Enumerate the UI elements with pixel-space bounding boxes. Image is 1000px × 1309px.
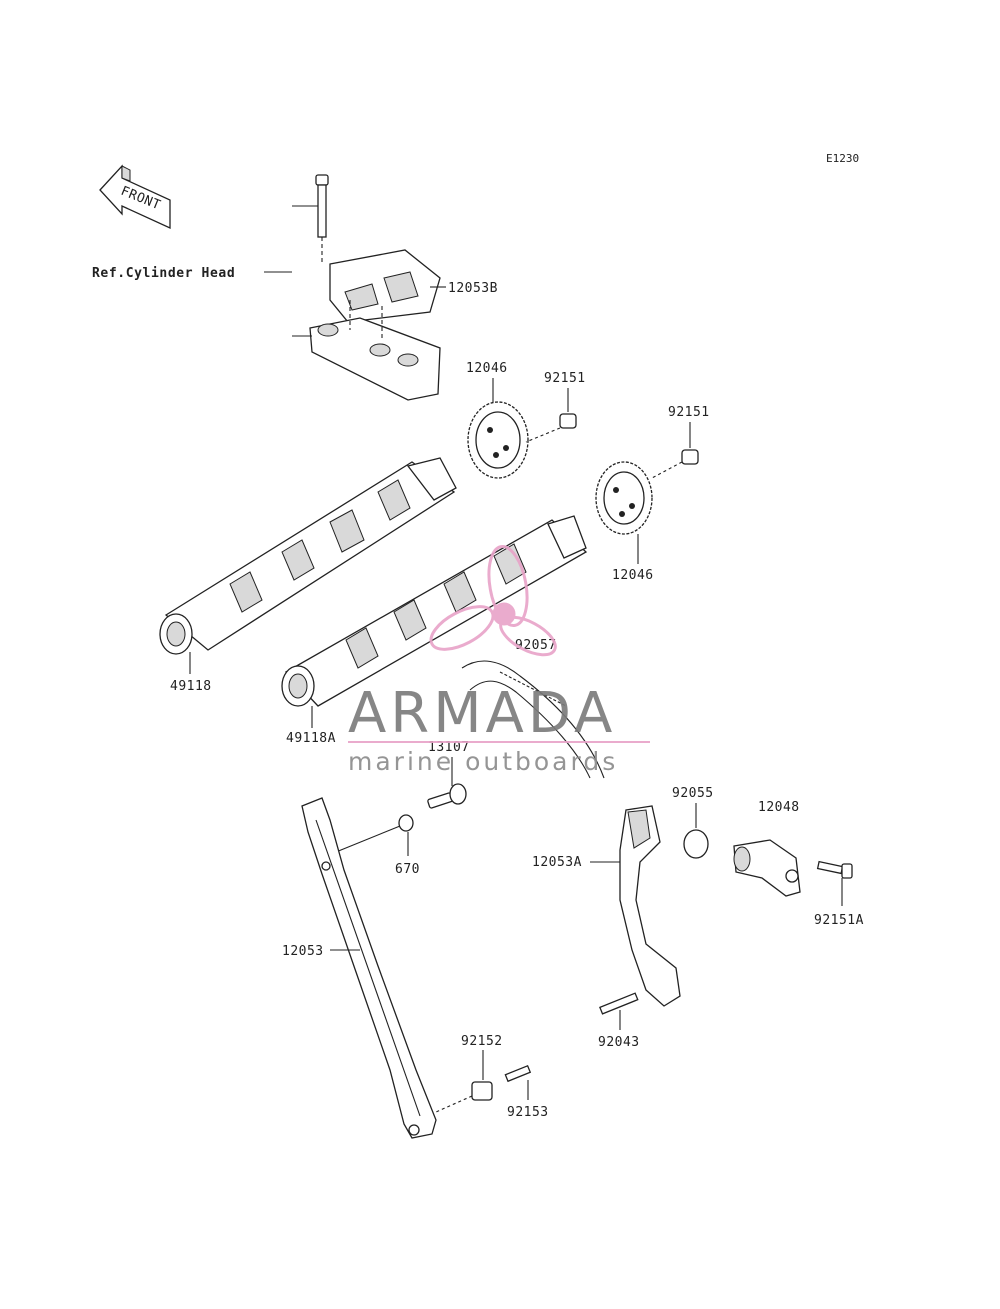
chain-guide-12053A bbox=[619, 805, 681, 1007]
label-92151-a: 92151 bbox=[544, 371, 586, 386]
diagram-code: E1230 bbox=[826, 152, 859, 165]
bolt-92151-a bbox=[525, 413, 577, 443]
label-670: 670 bbox=[395, 862, 420, 877]
label-92151A: 92151A bbox=[814, 913, 864, 928]
watermark-tagline: marine outboards bbox=[348, 747, 618, 776]
propeller-logo-icon bbox=[429, 544, 557, 657]
watermark-brand: ARMADA bbox=[348, 681, 616, 746]
bolt-13107 bbox=[427, 783, 467, 809]
chain-tensioner-12048 bbox=[733, 839, 801, 897]
label-12053B: 12053B bbox=[448, 281, 498, 296]
label-92151-b: 92151 bbox=[668, 405, 710, 420]
pin-92043 bbox=[599, 992, 639, 1030]
front-arrow-icon: FRONT bbox=[99, 164, 171, 230]
camshaft-lower bbox=[281, 515, 588, 707]
label-12053: 12053 bbox=[282, 944, 324, 959]
bolt-92153 bbox=[504, 1064, 532, 1100]
cam-chain bbox=[461, 660, 605, 779]
label-12046-bottom: 12046 bbox=[612, 568, 654, 583]
bolt-92151-b bbox=[651, 449, 699, 479]
label-12053A: 12053A bbox=[532, 855, 582, 870]
cam-sprocket-upper bbox=[467, 401, 529, 479]
label-49118A: 49118A bbox=[286, 731, 336, 746]
cam-sprocket-lower bbox=[595, 461, 653, 535]
label-92057: 92057 bbox=[515, 638, 557, 653]
label-12046-top: 12046 bbox=[466, 361, 508, 376]
chain-guide-12053B bbox=[329, 249, 446, 323]
o-ring-92055 bbox=[683, 829, 709, 859]
label-49118: 49118 bbox=[170, 679, 212, 694]
camshaft-holder bbox=[292, 300, 441, 401]
label-92152: 92152 bbox=[461, 1034, 503, 1049]
armada-watermark: ARMADA marine outboards bbox=[348, 544, 650, 776]
label-92055: 92055 bbox=[672, 786, 714, 801]
label-13107: 13107 bbox=[428, 740, 470, 755]
camshaft-upper bbox=[159, 457, 457, 655]
cylinder-head-bolt bbox=[292, 174, 329, 262]
label-92153: 92153 bbox=[507, 1105, 549, 1120]
ref-cylinder-head-label: Ref.Cylinder Head bbox=[92, 266, 235, 281]
label-12048: 12048 bbox=[758, 800, 800, 815]
collar-92152 bbox=[435, 1081, 493, 1113]
o-ring-670 bbox=[335, 814, 414, 856]
chain-guide-12053 bbox=[301, 797, 437, 1139]
label-92043: 92043 bbox=[598, 1035, 640, 1050]
bolt-92151A bbox=[816, 860, 853, 906]
